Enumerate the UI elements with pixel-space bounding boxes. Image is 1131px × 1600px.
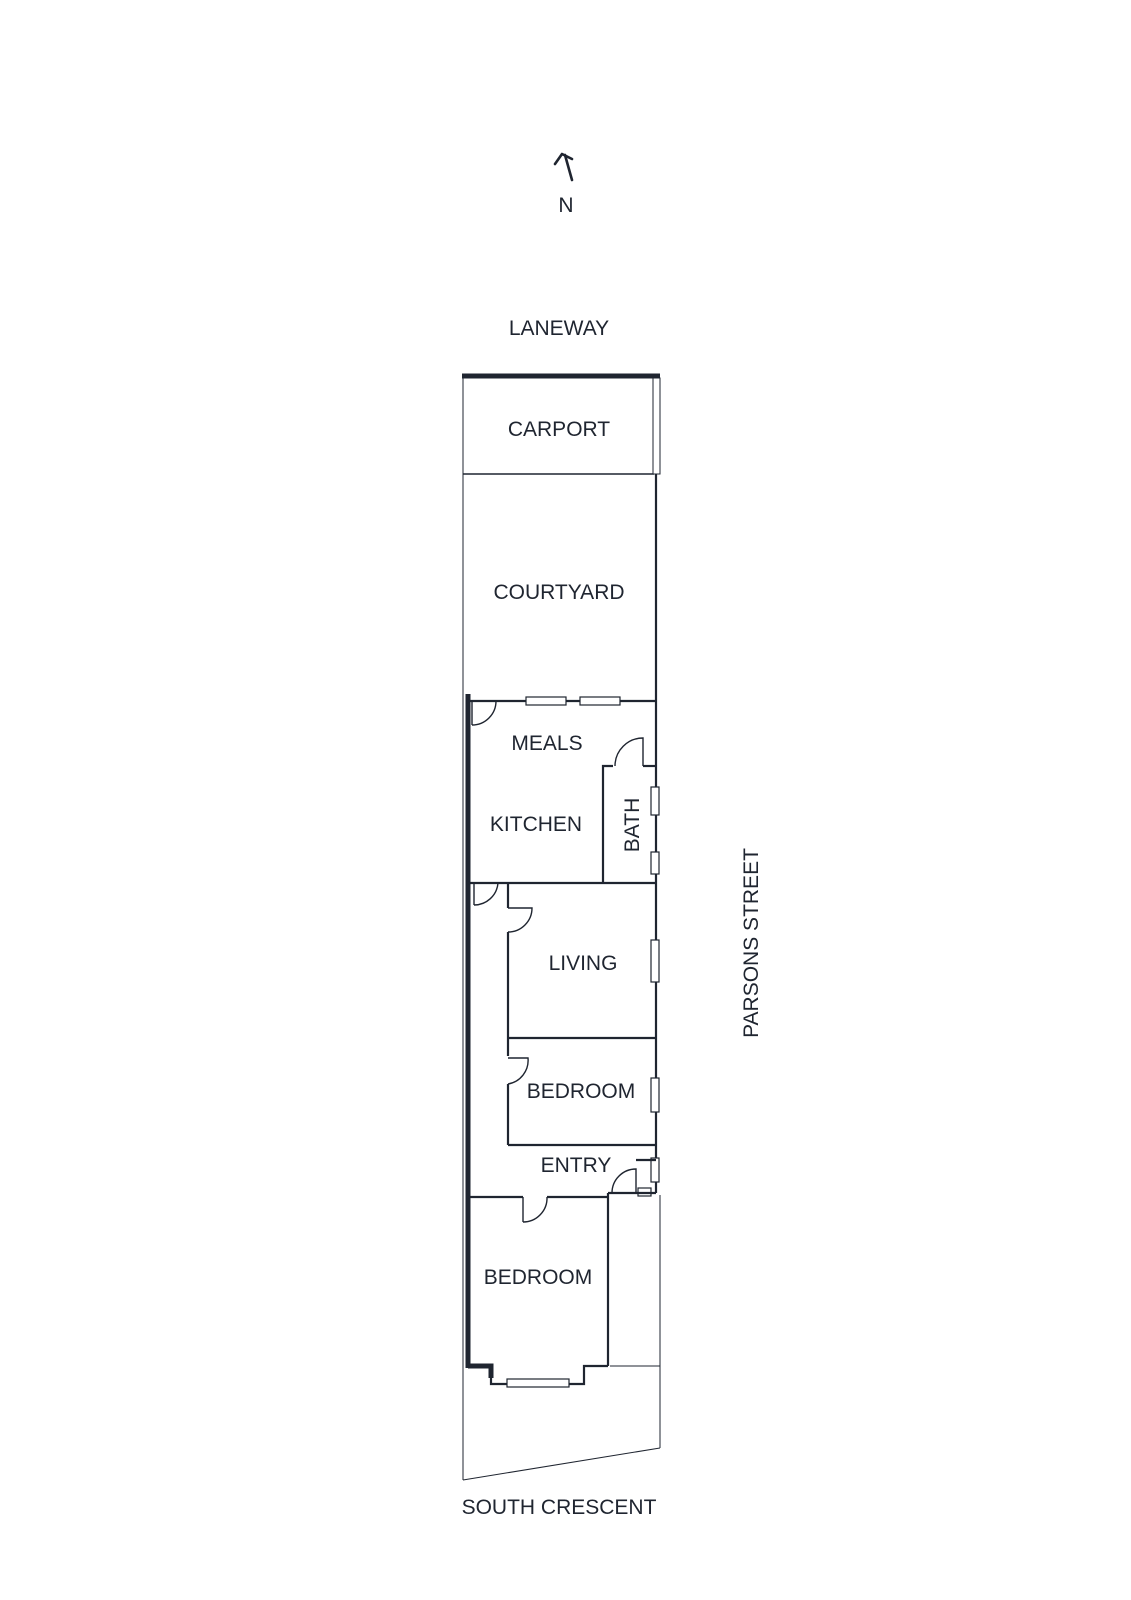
front-door	[608, 1158, 656, 1197]
north-arrow-icon	[553, 152, 574, 182]
living-label: LIVING	[549, 952, 618, 975]
bedroom-2-walls	[468, 1193, 610, 1366]
meals-label: MEALS	[511, 732, 582, 755]
entry-label: ENTRY	[541, 1154, 612, 1177]
rear-wall	[468, 696, 656, 706]
property-boundary	[462, 376, 661, 1481]
street-label-north: LANEWAY	[509, 317, 609, 340]
bedroom-2-label: BEDROOM	[484, 1266, 593, 1289]
compass-label: N	[558, 194, 573, 217]
bath-window-1	[650, 786, 660, 816]
bedroom-window-east	[650, 1077, 660, 1113]
street-label-east: PARSONS STREET	[740, 848, 763, 1038]
bedroom-1-label: BEDROOM	[527, 1080, 636, 1103]
living-walls	[506, 883, 656, 1040]
entry-window	[650, 1157, 660, 1183]
bath-window-2	[650, 851, 660, 875]
courtyard-label: COURTYARD	[493, 581, 624, 604]
bedroom-1-walls	[506, 1038, 656, 1147]
carport-label: CARPORT	[508, 418, 610, 441]
sliding-door-2	[579, 696, 621, 706]
living-window	[650, 939, 660, 983]
bay-window	[468, 1363, 608, 1388]
meals-door-swing	[471, 700, 497, 726]
sliding-door-1	[525, 696, 567, 706]
hall-door-swing	[473, 882, 499, 906]
bath-label: BATH	[621, 798, 644, 852]
bath-walls	[601, 737, 656, 883]
street-label-south: SOUTH CRESCENT	[462, 1496, 657, 1519]
kitchen-label: KITCHEN	[490, 813, 582, 836]
